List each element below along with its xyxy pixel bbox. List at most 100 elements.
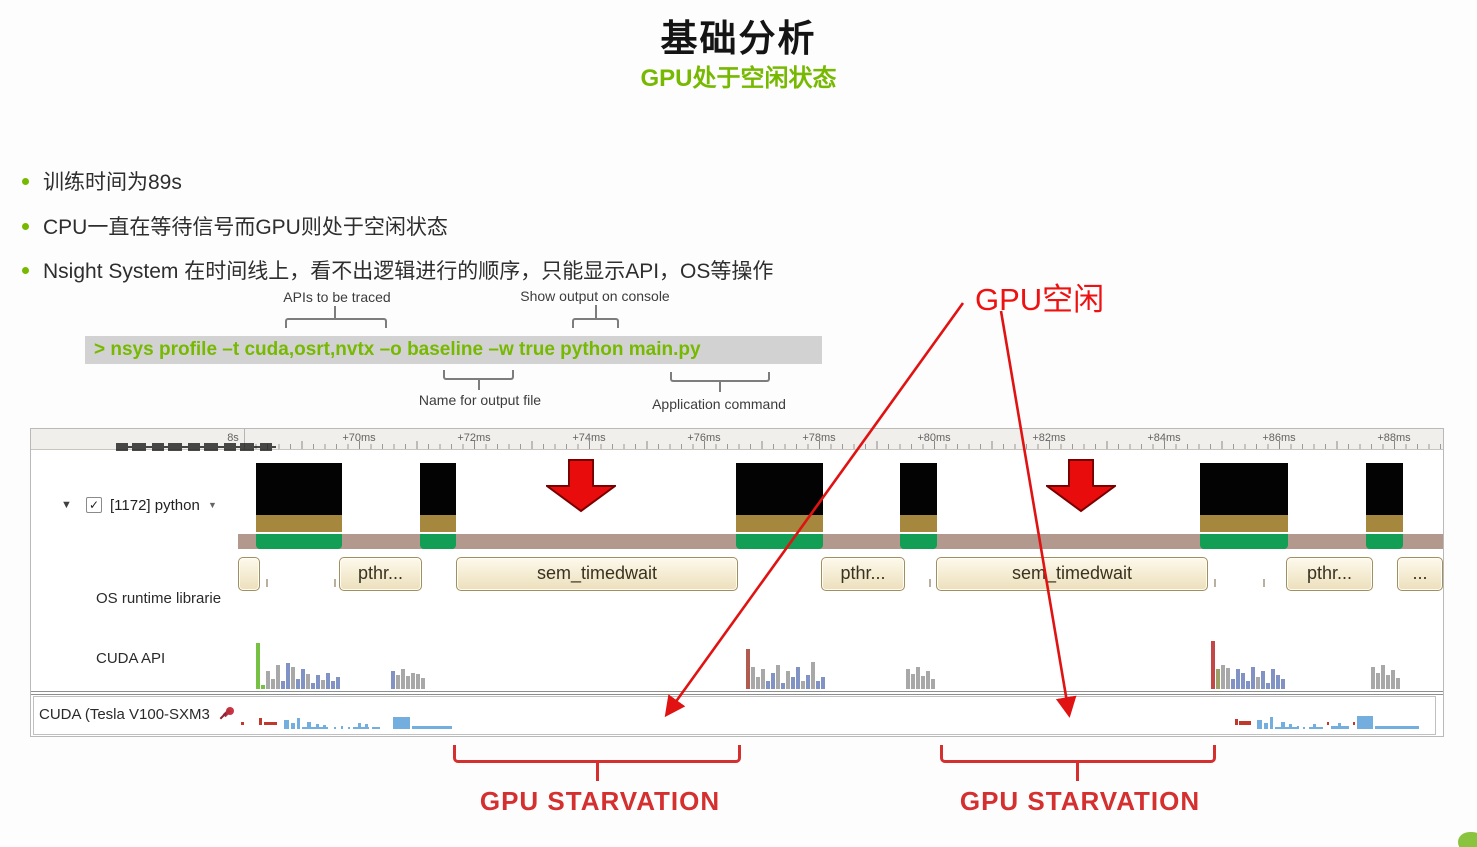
bullet-item: Nsight System 在时间线上，看不出逻辑进行的顺序，只能显示API，O… bbox=[22, 255, 773, 285]
api-histogram-bar bbox=[1251, 667, 1255, 689]
api-histogram-bar bbox=[761, 669, 765, 689]
os-event-fragment bbox=[929, 579, 931, 587]
api-histogram-bar bbox=[1276, 675, 1280, 689]
api-histogram-bar bbox=[786, 671, 790, 689]
api-histogram-bar bbox=[776, 665, 780, 689]
api-histogram-bar bbox=[391, 671, 395, 689]
bullet-text: CPU一直在等待信号而GPU则处于空闲状态 bbox=[43, 216, 448, 239]
api-histogram-bar bbox=[811, 662, 815, 689]
api-histogram-bar bbox=[311, 683, 315, 689]
command-line: > nsys profile –t cuda,osrt,nvtx –o base… bbox=[85, 336, 822, 364]
gpu-activity-mark bbox=[1264, 723, 1268, 729]
api-histogram-bar bbox=[1281, 679, 1285, 689]
gpu-activity-mark bbox=[1235, 719, 1238, 725]
api-histogram-bar bbox=[816, 681, 820, 689]
api-histogram-bar bbox=[331, 681, 335, 689]
thread-gold-band bbox=[256, 515, 342, 532]
axis-tick-label: +82ms bbox=[1032, 432, 1066, 444]
api-histogram-bar bbox=[1261, 671, 1265, 689]
os-event-box[interactable]: sem_timedwait bbox=[936, 557, 1208, 591]
api-histogram-bar bbox=[291, 667, 295, 689]
thread-green-segment bbox=[1366, 534, 1403, 549]
gpu-row[interactable] bbox=[33, 696, 1436, 735]
api-histogram-bar bbox=[906, 669, 910, 689]
starvation-brace-stem bbox=[596, 763, 599, 781]
thread-gold-band bbox=[420, 515, 456, 532]
api-histogram-bar bbox=[316, 675, 320, 689]
api-histogram-bar bbox=[261, 685, 265, 689]
gpu-activity-mark bbox=[1357, 716, 1373, 729]
api-histogram-bar bbox=[1246, 681, 1250, 689]
annotation-bracket bbox=[443, 370, 514, 380]
gpu-activity-mark bbox=[1257, 720, 1262, 729]
os-row-label: OS runtime librarie bbox=[96, 590, 222, 607]
thread-green-segment bbox=[420, 534, 456, 549]
gpu-activity-mark bbox=[353, 727, 369, 729]
dropdown-caret-icon[interactable]: ▼ bbox=[208, 500, 217, 510]
cmd-label-console: Show output on console bbox=[520, 288, 670, 304]
row-separator bbox=[31, 691, 1443, 692]
gpu-activity-mark bbox=[1353, 722, 1355, 725]
cuda-api-row-label: CUDA API bbox=[96, 650, 166, 667]
api-histogram-bar bbox=[416, 674, 420, 689]
gpu-activity-mark bbox=[316, 724, 319, 729]
bullet-item: 训练时间为89s bbox=[22, 166, 182, 196]
process-checkbox[interactable]: ✓ bbox=[86, 497, 102, 513]
api-histogram-bar bbox=[801, 681, 805, 689]
thread-event-block[interactable] bbox=[420, 463, 456, 515]
api-histogram-bar bbox=[806, 675, 810, 689]
thread-event-block[interactable] bbox=[1200, 463, 1288, 515]
axis-divider bbox=[244, 429, 245, 450]
api-histogram-bar bbox=[256, 643, 260, 689]
thread-event-block[interactable] bbox=[900, 463, 937, 515]
os-event-box[interactable]: sem_timedwait bbox=[456, 557, 738, 591]
axis-tick-label: +80ms bbox=[917, 432, 951, 444]
process-row-label[interactable]: [1172] python bbox=[110, 497, 200, 514]
gpu-activity-mark bbox=[365, 724, 368, 729]
gpu-activity-mark bbox=[323, 725, 326, 729]
api-histogram-bar bbox=[926, 671, 930, 689]
gpu-activity-mark bbox=[1303, 727, 1305, 729]
thread-event-block[interactable] bbox=[736, 463, 823, 515]
os-event-box[interactable]: ... bbox=[1397, 557, 1443, 591]
api-histogram-bar bbox=[1376, 673, 1380, 689]
bullet-dot-icon bbox=[22, 178, 29, 185]
api-histogram-bar bbox=[286, 663, 290, 689]
os-event-box[interactable]: pthr... bbox=[339, 557, 422, 591]
red-down-arrow-icon bbox=[543, 459, 619, 518]
axis-tick-label: +76ms bbox=[687, 432, 721, 444]
api-histogram-bar bbox=[931, 679, 935, 689]
api-histogram-bar bbox=[756, 677, 760, 689]
api-histogram-bar bbox=[781, 683, 785, 689]
api-histogram-bar bbox=[1216, 669, 1220, 689]
gpu-activity-mark bbox=[1327, 722, 1329, 725]
thread-green-segment bbox=[736, 534, 823, 549]
api-histogram-bar bbox=[326, 673, 330, 689]
starvation-label: GPU STARVATION bbox=[959, 786, 1201, 816]
api-histogram-bar bbox=[401, 669, 405, 689]
os-event-box[interactable]: pthr... bbox=[821, 557, 905, 591]
api-histogram-bar bbox=[751, 667, 755, 689]
thread-event-block[interactable] bbox=[1366, 463, 1403, 515]
os-event-box[interactable] bbox=[238, 557, 260, 591]
bullet-dot-icon bbox=[22, 223, 29, 230]
gpu-activity-mark bbox=[341, 726, 343, 729]
os-event-box[interactable]: pthr... bbox=[1286, 557, 1373, 591]
cmd-label-apis: APIs to be traced bbox=[283, 289, 391, 305]
api-histogram-bar bbox=[411, 673, 415, 689]
gpu-activity-mark bbox=[1270, 717, 1273, 729]
thread-gold-band bbox=[1366, 515, 1403, 532]
api-histogram-bar bbox=[1396, 678, 1400, 689]
gpu-activity-mark bbox=[1309, 727, 1323, 729]
cmd-label-app: Application command bbox=[652, 396, 786, 412]
gpu-activity-mark bbox=[358, 723, 361, 729]
starvation-label: GPU STARVATION bbox=[479, 786, 721, 816]
api-histogram-bar bbox=[1391, 670, 1395, 689]
bullet-text: Nsight System 在时间线上，看不出逻辑进行的顺序，只能显示API，O… bbox=[43, 260, 774, 283]
page-title: 基础分析 bbox=[660, 18, 817, 59]
expand-caret-icon[interactable]: ▼ bbox=[61, 499, 72, 511]
thread-event-block[interactable] bbox=[256, 463, 342, 515]
api-histogram-bar bbox=[766, 681, 770, 689]
pin-icon[interactable] bbox=[218, 705, 236, 723]
